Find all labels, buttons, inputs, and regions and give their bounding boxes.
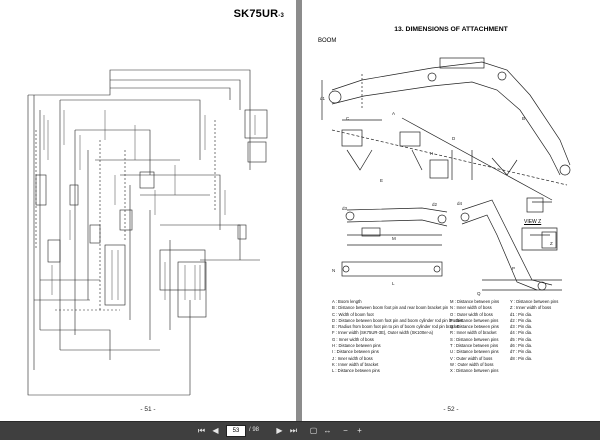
legend-item: Q : Distance between pins <box>450 324 499 330</box>
legend-item: K : Inner width of bracket <box>332 361 379 367</box>
svg-text:C: C <box>346 116 350 121</box>
left-page: SK75UR-3 <box>0 0 296 421</box>
svg-text:N: N <box>332 268 335 273</box>
legend-item: C : Width of boom foot <box>332 311 374 317</box>
viewer-toolbar: ⏮ ◀ / 98 ▶ ⏭ ▢ ↔ − + <box>0 421 600 440</box>
right-page-number: - 52 - <box>443 406 459 413</box>
legend-item: T : Distance between pins <box>450 343 499 349</box>
legend-item: E : Radius from boom foot pin to pin of … <box>332 324 460 330</box>
legend-item: M : Distance between pins <box>450 299 500 304</box>
svg-text:L: L <box>392 281 395 286</box>
legend-item: d5 : Pin dia. <box>510 336 533 342</box>
legend-item: d3 : Pin dia. <box>510 324 533 330</box>
page-gutter <box>296 0 302 421</box>
legend-item: d1 : Pin dia. <box>510 311 533 317</box>
svg-text:D: D <box>452 136 456 141</box>
svg-text:d3: d3 <box>342 206 348 211</box>
right-page: 13. DIMENSIONS OF ATTACHMENT BOOM <box>302 0 600 421</box>
svg-text:H: H <box>430 151 433 156</box>
legend-item: d6 : Pin dia. <box>510 343 533 349</box>
svg-text:P: P <box>512 266 515 271</box>
fit-width-icon[interactable]: ↔ <box>323 426 332 435</box>
legend-item: Z : Inner width of boss <box>510 305 552 311</box>
next-page-icon[interactable]: ▶ <box>276 426 283 435</box>
boom-drawing: d1 C A B D H E d3 d2 M d4 P Q L N Z <box>320 57 571 296</box>
legend-item: L : Distance between pins <box>332 368 380 374</box>
legend-item: d8 : Pin dia. <box>510 355 533 361</box>
page-number-input[interactable] <box>226 425 246 437</box>
legend-item: H : Distance between pins <box>332 343 381 349</box>
wiring-diagram <box>27 69 268 396</box>
zoom-out-icon[interactable]: − <box>343 426 348 435</box>
svg-text:Z: Z <box>550 241 553 246</box>
last-page-icon[interactable]: ⏭ <box>289 426 298 435</box>
section-title: 13. DIMENSIONS OF ATTACHMENT <box>394 26 508 33</box>
legend-item: d2 : Pin dia. <box>510 317 533 323</box>
legend-item: d7 : Pin dia. <box>510 349 533 355</box>
legend-item: I : Distance between pins <box>332 349 379 355</box>
legend-item: Y : Distance between pins <box>510 299 559 304</box>
svg-text:Q: Q <box>477 291 481 296</box>
legend-item: S : Distance between pins <box>450 336 499 342</box>
legend-item: P : Distance between pins <box>450 317 499 323</box>
section-subtitle: BOOM <box>318 38 337 44</box>
legend-column-1: A : Boom length B : Distance between boo… <box>332 299 463 375</box>
svg-text:B: B <box>522 116 525 121</box>
legend-column-3: Y : Distance between pins Z : Inner widt… <box>510 299 558 362</box>
svg-text:d1: d1 <box>320 96 326 101</box>
first-page-icon[interactable]: ⏮ <box>197 426 206 435</box>
legend-item: N : Inner width of boss <box>450 305 492 311</box>
zoom-in-icon[interactable]: + <box>357 426 362 435</box>
prev-page-icon[interactable]: ◀ <box>212 426 219 435</box>
svg-text:d2: d2 <box>432 202 438 207</box>
legend-item: W : Outer width of boss <box>450 361 494 367</box>
svg-text:M: M <box>392 236 396 241</box>
svg-text:d4: d4 <box>457 201 463 206</box>
legend-item: X : Distance between pins <box>450 368 499 374</box>
left-page-number: - 51 - <box>140 406 156 413</box>
legend-item: A : Boom length <box>332 299 362 304</box>
legend-item: d4 : Pin dia. <box>510 330 533 336</box>
legend-item: G : Inner width of boss <box>332 336 374 342</box>
legend-item: D : Distance between boom foot pin and b… <box>332 317 463 323</box>
legend-column-2: M : Distance between pins N : Inner widt… <box>450 299 499 375</box>
legend-item: O : Outer width of boss <box>450 311 493 317</box>
model-label: SK75UR-3 <box>233 8 284 20</box>
legend-item: F : Inner width (SK75UR-3E), Outer width… <box>332 330 434 336</box>
legend-item: U : Distance between pins <box>450 349 499 355</box>
legend-item: R : Inner width of bracket <box>450 330 497 336</box>
svg-text:E: E <box>380 178 383 183</box>
page-total: / 98 <box>249 427 260 433</box>
svg-text:A: A <box>392 111 395 116</box>
legend-item: V : Outer width of boss <box>450 355 493 361</box>
fit-page-icon[interactable]: ▢ <box>309 426 318 435</box>
legend-item: B : Distance between boom foot pin and r… <box>332 305 449 311</box>
legend-item: J : Inner width of boss <box>332 355 373 361</box>
view-z-label: VIEW Z <box>524 219 542 225</box>
